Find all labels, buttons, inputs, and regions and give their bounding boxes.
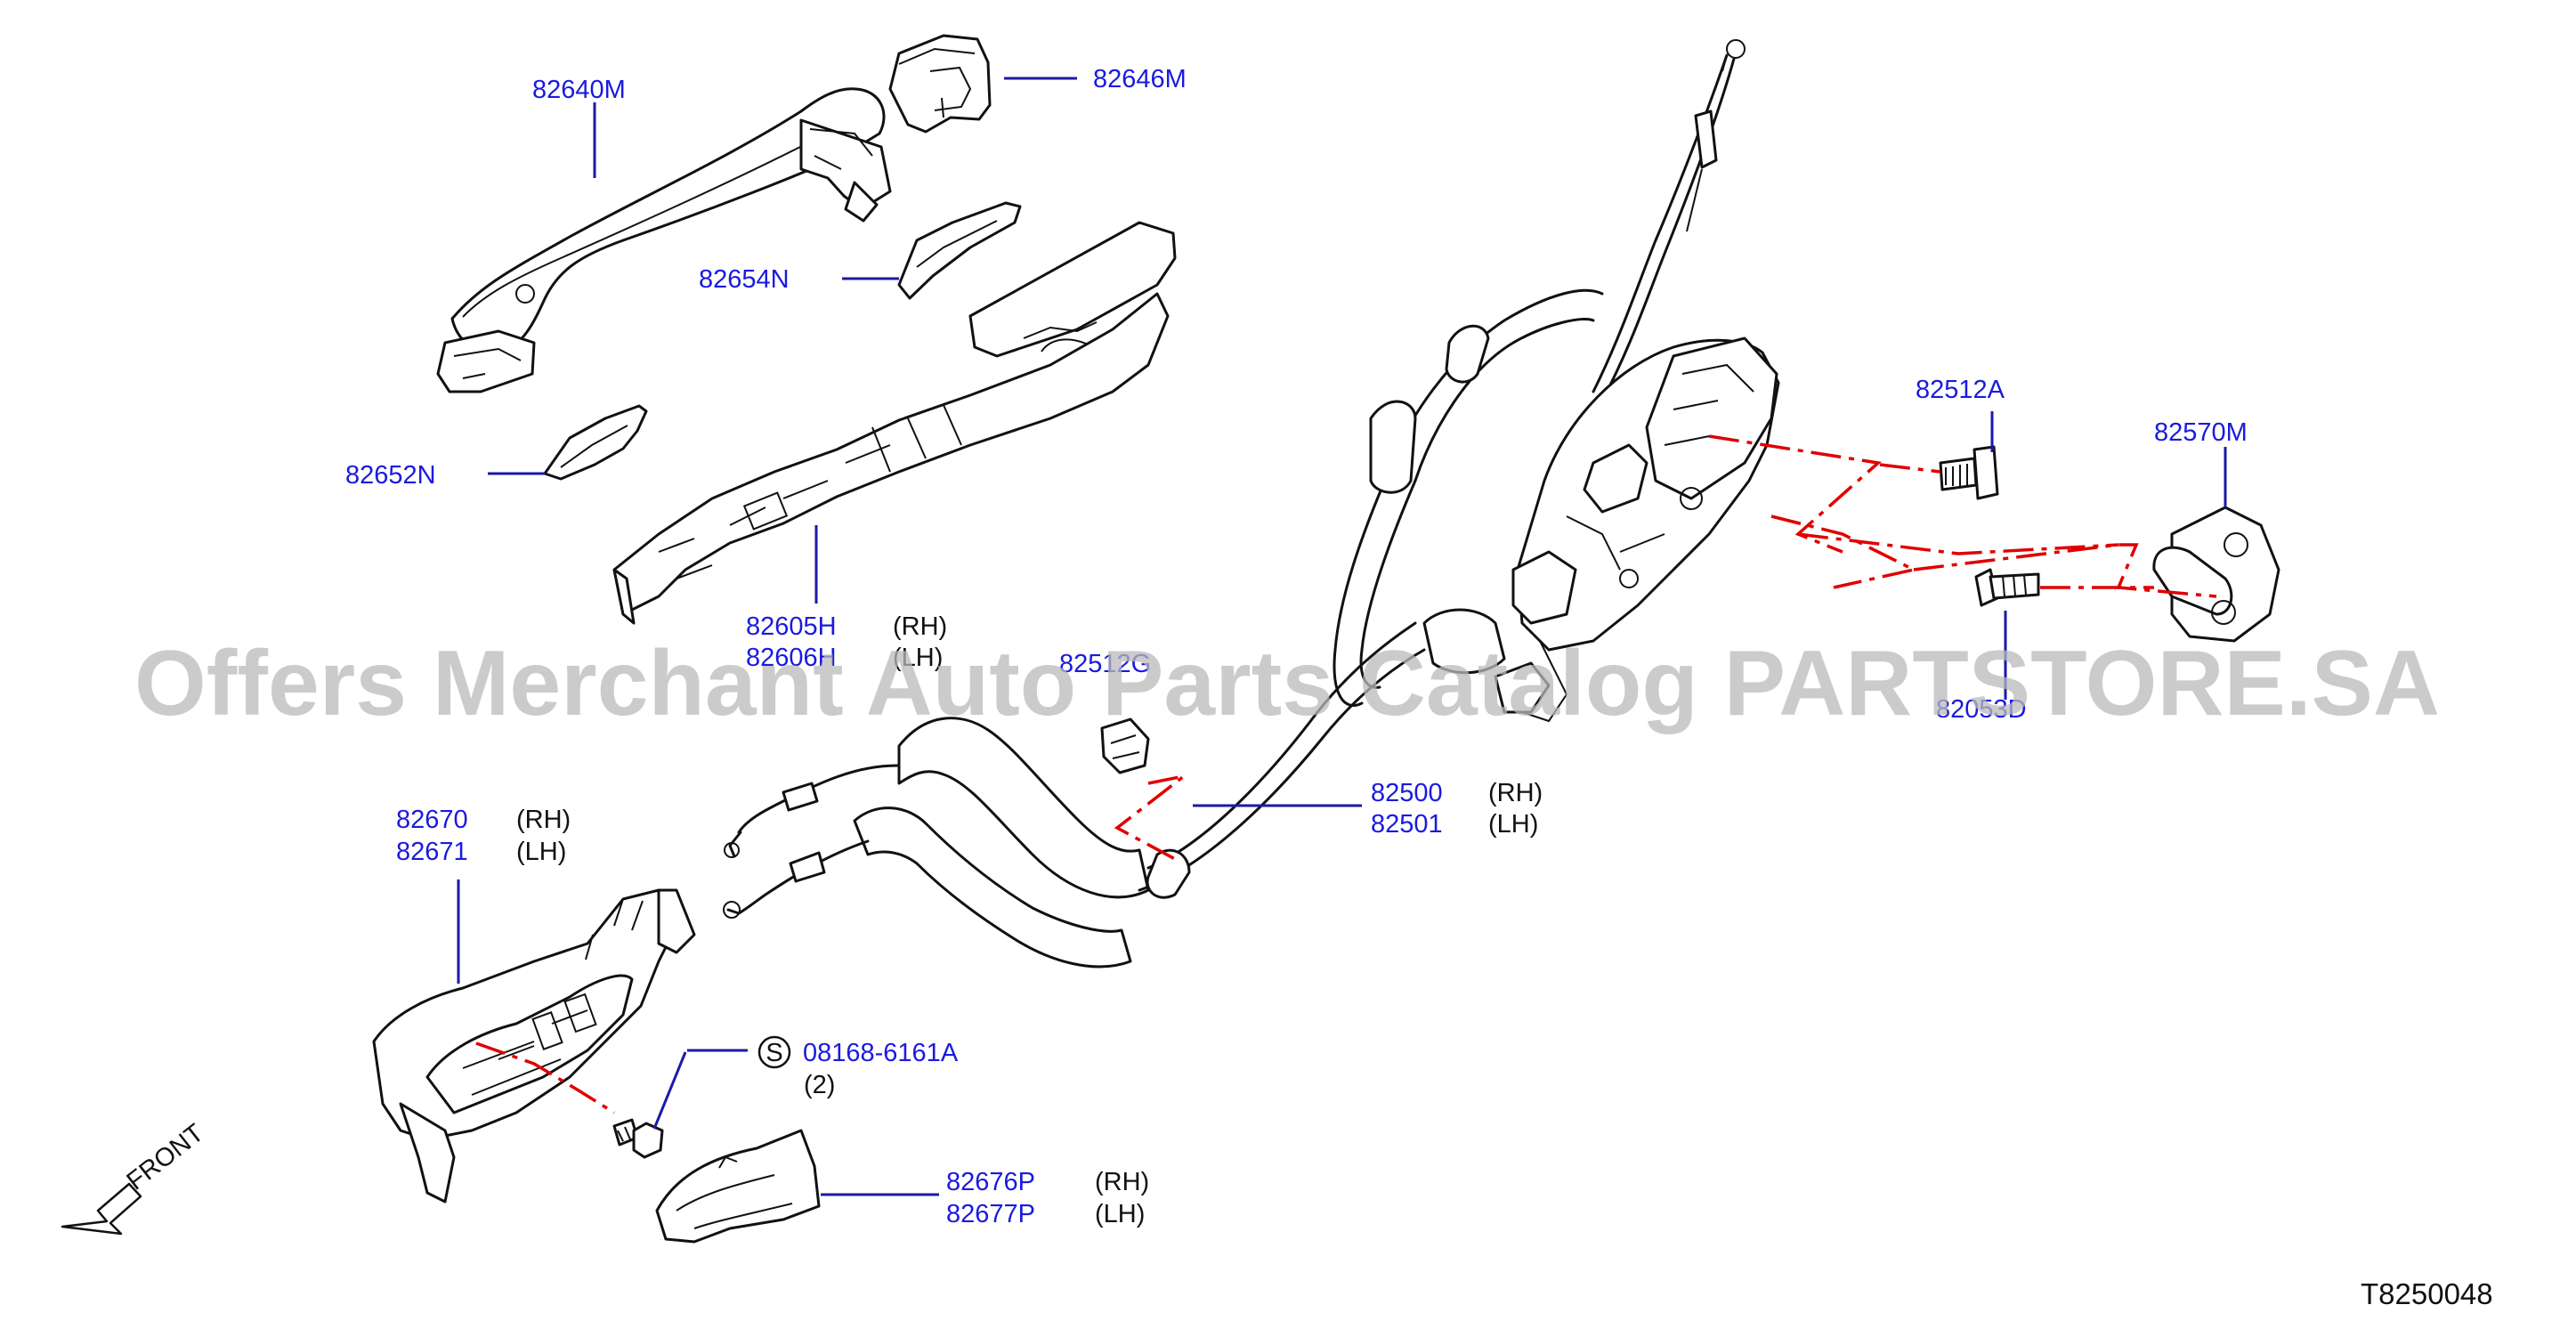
- front-arrow-icon: [61, 1182, 142, 1236]
- standard-part-symbol: S: [757, 1035, 791, 1069]
- side-82670: (RH): [516, 806, 571, 834]
- side-82677p: (LH): [1095, 1200, 1145, 1228]
- side-82676p: (RH): [1095, 1168, 1149, 1196]
- front-direction-marker: FRONT: [61, 1119, 210, 1236]
- door-lock-actuator: [1494, 336, 1780, 723]
- label-82605h: 82605H: [746, 612, 837, 641]
- assembly-centerlines: [475, 434, 2217, 1114]
- diagram-code: T8250048: [2361, 1277, 2493, 1310]
- cable-clip: [1100, 717, 1150, 774]
- label-82500: 82500: [1371, 779, 1443, 807]
- label-82640m: 82640M: [532, 76, 626, 104]
- handle-screw: [612, 1118, 664, 1159]
- label-82606h: 82606H: [746, 644, 837, 672]
- inside-handle: [372, 888, 696, 1203]
- side-82606h: (LH): [893, 644, 943, 672]
- door-striker: [2152, 506, 2280, 643]
- label-82570m: 82570M: [2154, 418, 2248, 447]
- watermark-text: Offers Merchant Auto Parts Catalog PARTS…: [134, 632, 2440, 735]
- handle-bracket: [612, 221, 1177, 625]
- label-82512g: 82512G: [1059, 650, 1151, 678]
- label-82677p: 82677P: [946, 1200, 1035, 1228]
- label-82654n: 82654N: [699, 265, 790, 294]
- label-82501: 82501: [1371, 810, 1443, 839]
- cable-assembly: [723, 39, 1746, 968]
- outside-handle-grip: [436, 87, 892, 393]
- label-08168-6161a: 08168-6161A: [803, 1039, 959, 1067]
- handle-escutcheon: [655, 1129, 821, 1244]
- label-82512a: 82512A: [1916, 376, 2005, 404]
- label-82646m: 82646M: [1093, 65, 1187, 93]
- label-82671: 82671: [396, 838, 468, 866]
- label-82670: 82670: [396, 806, 468, 834]
- qty-08168-6161a: (2): [804, 1071, 835, 1099]
- handle-cap: [888, 34, 992, 134]
- svg-text:FRONT: FRONT: [122, 1119, 210, 1196]
- side-82671: (LH): [516, 838, 566, 866]
- handle-gasket-front: [897, 201, 1022, 300]
- label-82652n: 82652N: [345, 461, 436, 490]
- striker-bolt: [1939, 445, 1999, 500]
- svg-text:S: S: [766, 1039, 782, 1067]
- label-82676p: 82676P: [946, 1168, 1035, 1196]
- label-82053d: 82053D: [1936, 695, 2027, 724]
- side-82605h: (RH): [893, 612, 947, 641]
- striker-screw: [1974, 568, 2040, 607]
- leader-lines: [457, 77, 2227, 1196]
- side-82500: (RH): [1488, 779, 1543, 807]
- handle-gasket-rear: [543, 404, 648, 481]
- side-82501: (LH): [1488, 810, 1538, 839]
